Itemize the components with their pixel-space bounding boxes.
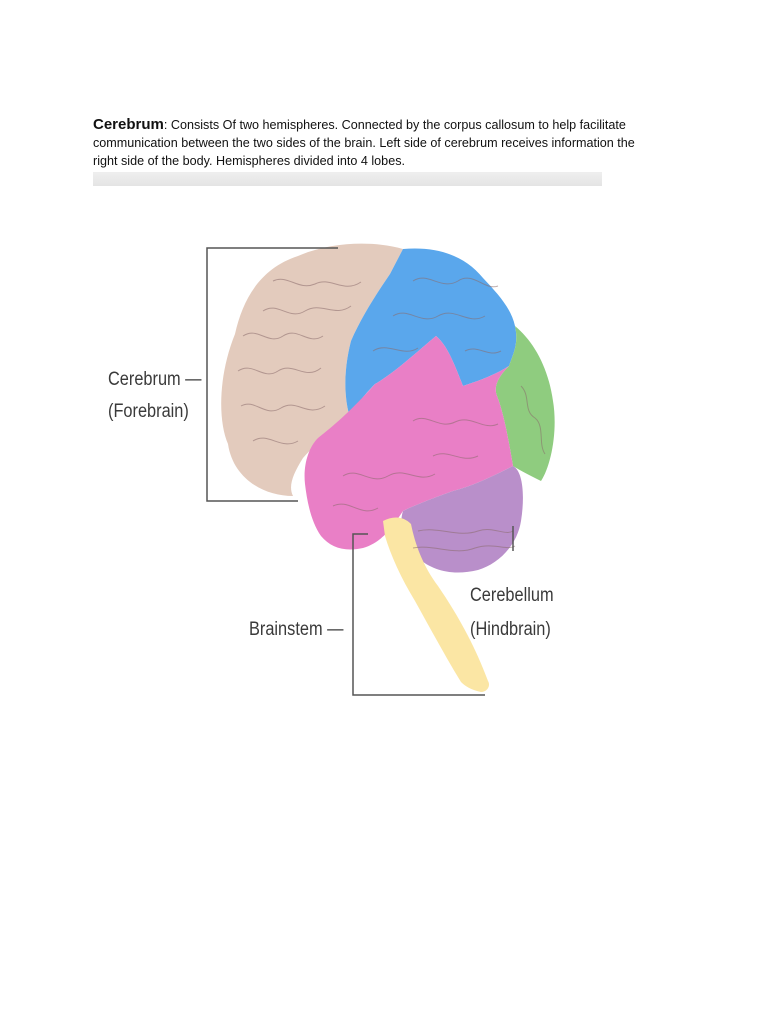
label-brackets	[206, 247, 514, 696]
label-cerebrum: Cerebrum —	[108, 369, 202, 390]
brain-diagram: Cerebrum — (Forebrain) Brainstem — Cereb…	[93, 186, 602, 752]
occipital-lobe	[495, 326, 555, 481]
figure-top-strip	[93, 172, 602, 186]
brain-diagram-svg	[206, 243, 555, 696]
paragraph-line-2: communication between the two sides of t…	[93, 136, 635, 150]
label-forebrain: (Forebrain)	[108, 401, 189, 422]
paragraph-line-3: right side of the body. Hemispheres divi…	[93, 154, 405, 168]
temporal-lobe	[304, 336, 513, 550]
brainstem-bracket	[352, 533, 485, 696]
cerebrum-bracket	[206, 247, 338, 502]
brain-folds	[237, 277, 546, 552]
label-hindbrain: (Hindbrain)	[470, 619, 551, 640]
label-brainstem: Brainstem —	[249, 619, 344, 640]
frontal-lobe	[221, 243, 403, 496]
brainstem	[383, 517, 490, 692]
paragraph-line-1: Cerebrum: Consists Of two hemispheres. C…	[93, 116, 693, 134]
label-cerebellum: Cerebellum	[470, 585, 554, 606]
line-1-text: : Consists Of two hemispheres. Connected…	[163, 118, 626, 132]
term-cerebrum: Cerebrum	[93, 116, 164, 133]
cerebrum-description: Cerebrum: Consists Of two hemispheres. C…	[93, 116, 693, 170]
parietal-lobe	[345, 248, 517, 414]
